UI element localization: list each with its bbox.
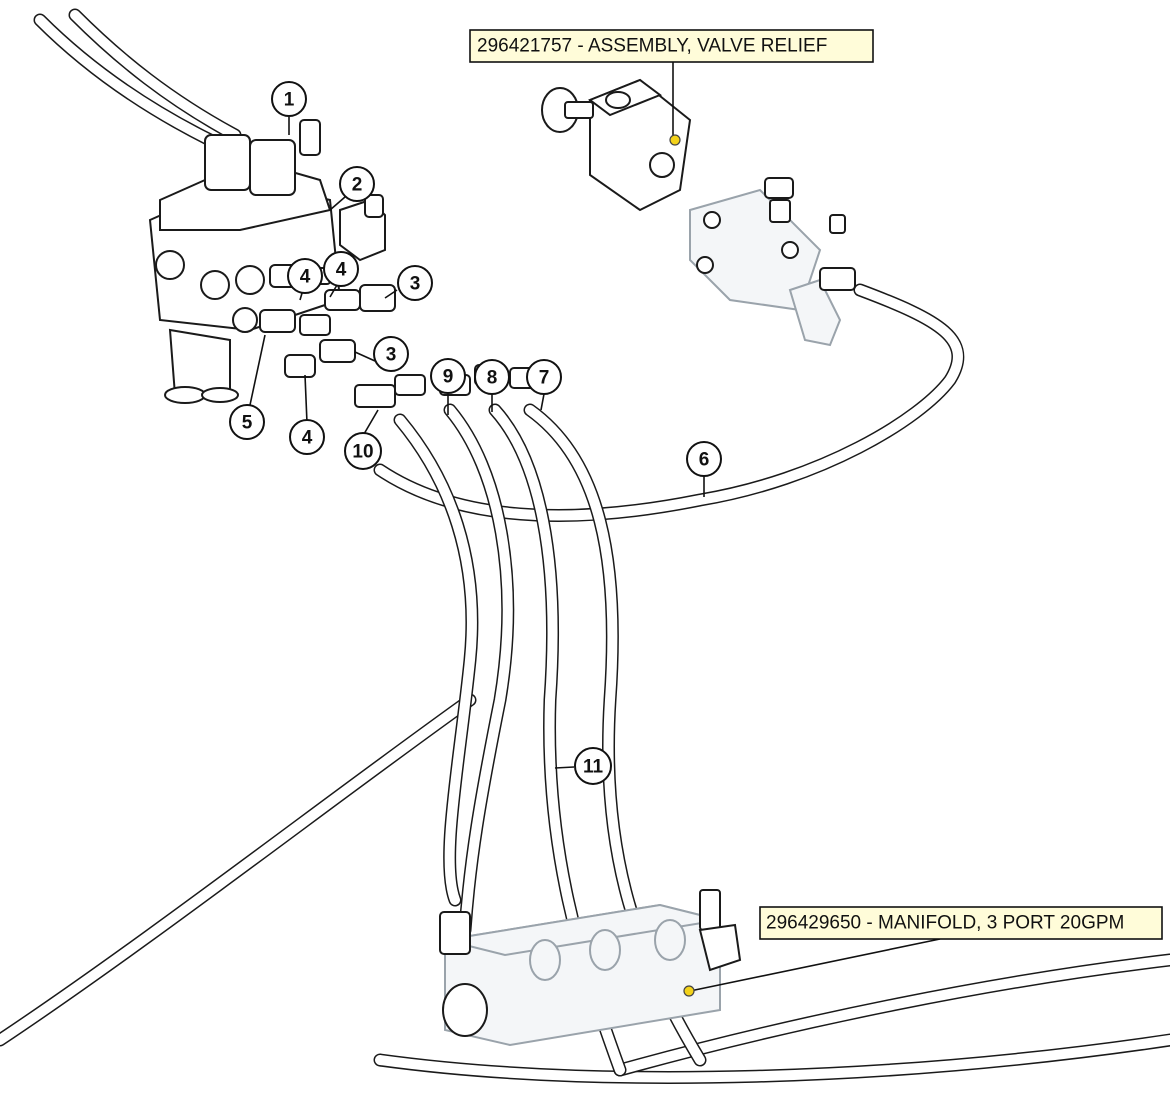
leader-lines (249, 48, 941, 992)
label-manifold: 296429650 - MANIFOLD, 3 PORT 20GPM (683, 906, 1163, 997)
callout-4-b: 4 (323, 251, 359, 287)
svg-text:11: 11 (583, 757, 604, 778)
label-valve-relief-text: 296421757 - ASSEMBLY, VALVE RELIEF (477, 36, 827, 57)
label-manifold-text: 296429650 - MANIFOLD, 3 PORT 20GPM (766, 913, 1124, 934)
svg-text:1: 1 (284, 90, 295, 111)
callout-11: 11 (574, 747, 612, 785)
label-valve-relief: 296421757 - ASSEMBLY, VALVE RELIEF (469, 29, 874, 146)
hose-6 (373, 283, 965, 522)
svg-text:4: 4 (302, 428, 313, 449)
callouts: 1 2 3 4 4 3 4 4 5 6 7 8 9 10 11 (229, 81, 722, 785)
manifold-block (439, 889, 742, 1047)
callout-9: 9 (430, 358, 466, 394)
relief-valve-assembly (541, 78, 692, 212)
callout-5: 5 (229, 404, 265, 440)
hose-9 (443, 403, 515, 937)
control-valve-body (148, 119, 386, 404)
svg-text:10: 10 (352, 442, 373, 463)
svg-text:3: 3 (410, 274, 421, 295)
marker-dot (669, 134, 681, 146)
callout-1: 1 (271, 81, 307, 117)
callout-7: 7 (526, 359, 562, 395)
marker-dot (683, 985, 695, 997)
svg-text:8: 8 (487, 368, 498, 389)
callout-6: 6 (686, 441, 722, 477)
callout-8: 8 (474, 359, 510, 395)
svg-text:7: 7 (539, 368, 550, 389)
callout-4-c: 4 (289, 419, 325, 455)
svg-text:3: 3 (386, 345, 397, 366)
svg-text:2: 2 (352, 175, 363, 196)
callout-2: 2 (339, 166, 375, 202)
callout-4-a: 4 (287, 258, 323, 294)
svg-text:5: 5 (242, 413, 253, 434)
svg-text:9: 9 (443, 367, 454, 388)
svg-text:4: 4 (336, 260, 347, 281)
svg-text:6: 6 (699, 450, 710, 471)
svg-text:4: 4 (300, 267, 311, 288)
relief-bracket (689, 177, 856, 347)
callout-3-lower: 3 (373, 336, 409, 372)
callout-3-upper: 3 (397, 265, 433, 301)
callout-10: 10 (344, 432, 382, 470)
